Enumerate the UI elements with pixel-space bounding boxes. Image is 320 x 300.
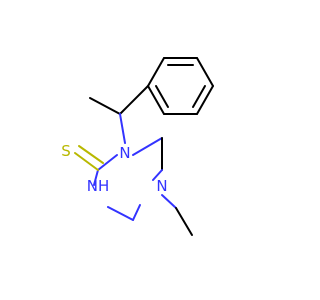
bond — [107, 206, 134, 221]
nitrogen-atom-label: N — [156, 177, 167, 195]
aromatic-bond-inner — [155, 85, 169, 108]
nh-hydrogen-glyph: H — [98, 177, 109, 195]
sulfur-atom-label: S — [61, 142, 71, 160]
bond — [132, 137, 163, 156]
bond — [119, 85, 149, 115]
nh-nitrogen-glyph: N — [87, 177, 98, 195]
bond — [147, 57, 165, 87]
bond — [119, 113, 126, 144]
bond — [147, 85, 165, 115]
bond — [93, 169, 99, 186]
bond — [196, 85, 214, 115]
ethyl-bond — [175, 207, 193, 236]
nitrogen-atom-label: N — [119, 144, 130, 162]
bond — [97, 154, 118, 171]
methyl-bond — [89, 97, 121, 115]
nh-atom-label: NH — [87, 177, 110, 195]
molecule-structure-diagram: S N N NH — [61, 57, 214, 236]
bond — [132, 204, 141, 221]
phenyl-ring — [147, 57, 214, 115]
thione-double-bond — [78, 145, 104, 164]
thione-double-bond — [74, 152, 99, 171]
triazinane-ring — [93, 137, 163, 221]
bond — [161, 194, 177, 209]
aromatic-bond-inner — [192, 85, 206, 108]
bond — [196, 57, 214, 87]
bond — [152, 169, 163, 181]
